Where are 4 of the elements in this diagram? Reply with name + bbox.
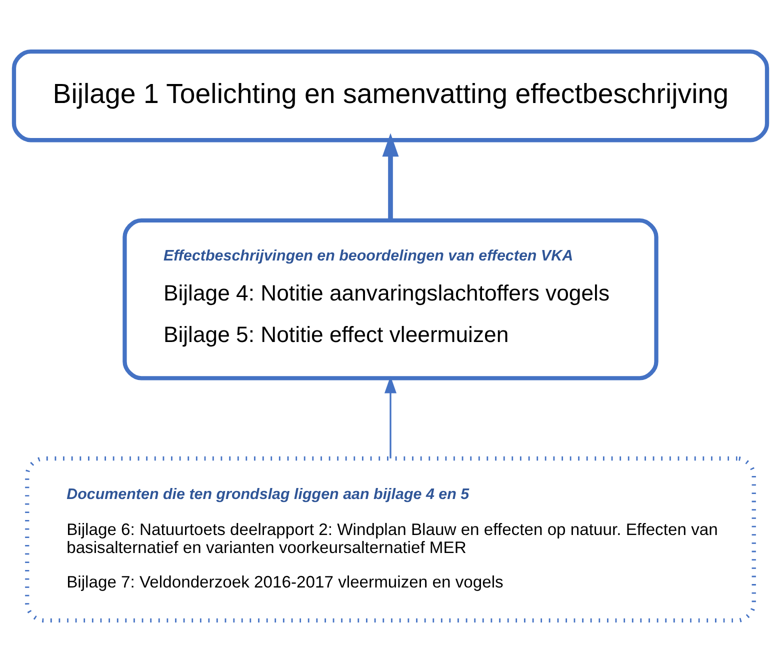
arrow [382,132,399,220]
node-box: Effectbeschrijvingen en beoordelingen van effecten VKA Bijlage 4: Notitie aanvaringslachtoffers vogels Bijlage 5: Notitie effect vleermuizen [122,218,658,380]
node-box: Documenten die ten grondslag liggen aan bijlage 4 en 5 Bijlage 6: Natuurtoets deelrapport 2: Windplan Blauw en effecten op natuur. Effecten van basisalternatief en varianten voorkeursalternatief MER Bijlage 7: Veldonderzoek 2016-2017 vleermuizen en vogels [25,456,756,622]
node-box: Bijlage 1 Toelichting en samenvatting effectbeschrijving [12,48,770,142]
